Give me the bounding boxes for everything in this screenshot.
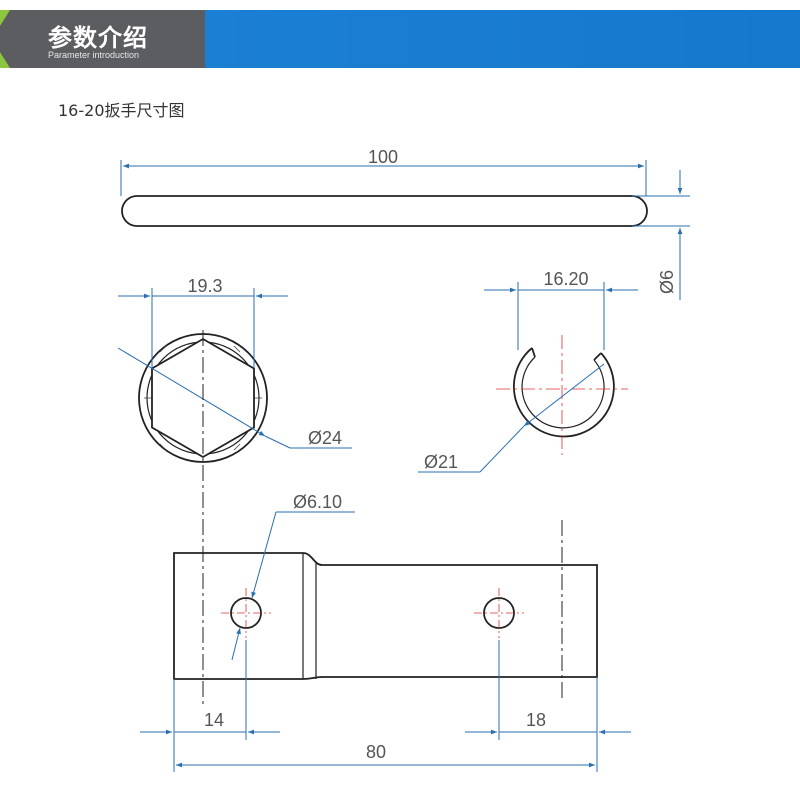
- banner-green-accent-bottom: [0, 52, 10, 68]
- ring-diam-leader: [523, 363, 605, 427]
- rod: 100 Ø6: [120, 147, 690, 300]
- ring-cap-left: [531, 347, 536, 358]
- ring-width-label: 16.20: [543, 269, 588, 289]
- hole-diameter-label: Ø6.10: [293, 492, 342, 512]
- body-outline: [173, 552, 598, 680]
- banner-blue-panel: [205, 10, 800, 68]
- banner-green-accent-top: [0, 10, 10, 26]
- hex-diameter-label: Ø24: [308, 428, 342, 448]
- hex-width-label: 19.3: [187, 276, 222, 296]
- header-banner: 参数介绍 Parameter introduction: [0, 10, 800, 68]
- hex-diam-leader-tail: [264, 435, 291, 449]
- ring-outer-arc: [513, 347, 615, 438]
- dim14-label: 14: [204, 710, 224, 730]
- open-ring-view: 16.20 Ø21: [418, 269, 638, 473]
- side-view: Ø6.10 14 18 80: [140, 330, 631, 772]
- dim80-label: 80: [366, 742, 386, 762]
- hole-diam-leader-2: [231, 627, 241, 661]
- ring-diam-leader-tail: [479, 425, 525, 473]
- rod-outline: [121, 195, 648, 227]
- banner-dark-panel: [0, 10, 205, 68]
- dim18-label: 18: [526, 710, 546, 730]
- rod-length-label: 100: [368, 147, 398, 167]
- hex-socket-view: 19.3 Ø24: [117, 276, 352, 463]
- hex-diam-leader: [117, 347, 266, 437]
- banner-title: 参数介绍: [48, 24, 148, 52]
- hex-hatch: [144, 345, 262, 451]
- ring-inner-arc: [521, 356, 605, 429]
- section-heading: 16-20扳手尺寸图: [58, 101, 185, 120]
- ring-cap-right: [593, 352, 602, 361]
- rod-diameter-label: Ø6: [657, 270, 677, 294]
- banner-subtitle: Parameter introduction: [48, 50, 140, 60]
- hole-diam-leader: [251, 511, 277, 599]
- ring-diameter-label: Ø21: [424, 452, 458, 472]
